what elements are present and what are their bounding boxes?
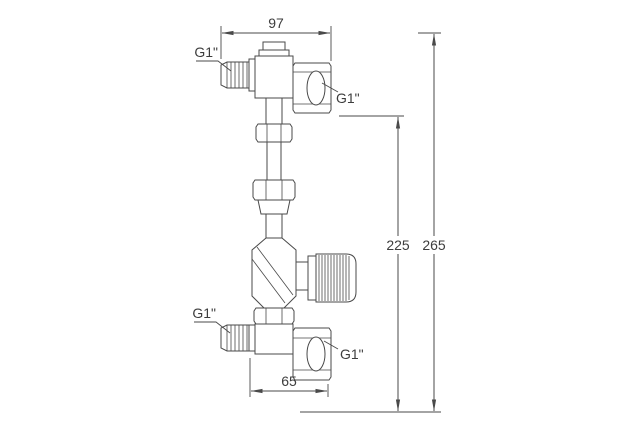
valve-body-detail xyxy=(251,246,294,304)
thread-label-bottom-left: G1" xyxy=(192,305,216,321)
knob-knurl xyxy=(318,255,350,301)
union-taper xyxy=(257,199,291,215)
connector-nut-corners xyxy=(265,308,283,324)
thread-label-top-left: G1" xyxy=(194,44,218,60)
ext-lines-97 xyxy=(220,26,332,61)
valve-with-knob xyxy=(251,237,357,309)
union-hex xyxy=(252,179,296,201)
dimensions: 97 65 225 265 xyxy=(220,15,446,413)
thread-collar-top xyxy=(248,58,256,92)
dim-text-inner-height: 225 xyxy=(386,237,410,253)
riser-assembly xyxy=(252,97,296,241)
pipe-middle xyxy=(266,141,282,181)
lock-nut-corners xyxy=(266,124,282,142)
union-hex-corners xyxy=(265,180,283,200)
nut-flats-bottom xyxy=(293,337,331,371)
leader-top-left xyxy=(196,60,232,72)
pipe-upper xyxy=(265,97,283,125)
tee-body-top xyxy=(254,55,294,99)
dim-text-overall-height: 265 xyxy=(422,237,446,253)
dim-text-bottom-width: 65 xyxy=(281,373,297,389)
lock-nut xyxy=(255,123,293,143)
bottom-fitting xyxy=(220,307,332,381)
pipe-lower xyxy=(265,213,283,241)
bore-opening-top xyxy=(306,70,326,106)
thread-label-top-right: G1" xyxy=(336,90,360,106)
leader-bottom-left xyxy=(194,321,231,334)
leader-bottom-right xyxy=(323,340,339,350)
thread-hatch-top xyxy=(226,62,248,88)
thread-hatch-bottom xyxy=(226,325,248,351)
leader-top-right xyxy=(321,82,339,93)
dim-text-top-width: 97 xyxy=(268,15,284,31)
knob-flange xyxy=(307,255,317,301)
tee-body-bottom xyxy=(254,323,294,355)
bore-opening-bottom xyxy=(306,336,326,372)
nut-flats-top xyxy=(293,71,331,105)
thread-label-bottom-right: G1" xyxy=(340,346,364,362)
connector-nut xyxy=(253,307,295,325)
thread-collar-bottom xyxy=(248,324,256,352)
thread-labels: G1" G1" G1" G1" xyxy=(192,44,363,362)
ext-lines-65 xyxy=(249,358,329,397)
knob-stem xyxy=(295,261,309,291)
